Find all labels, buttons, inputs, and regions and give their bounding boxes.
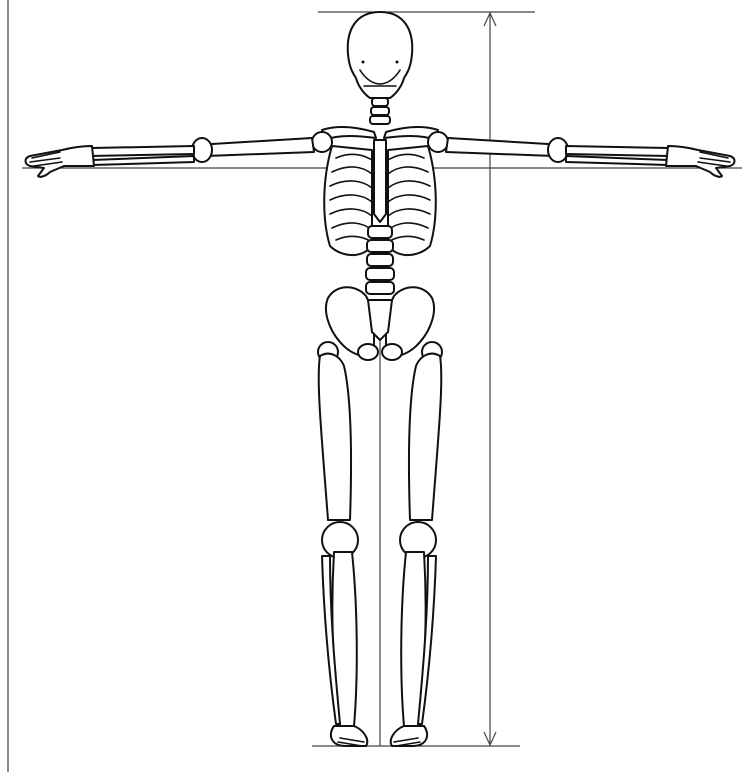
left-femur [319, 354, 351, 520]
left-radius [90, 146, 194, 156]
right-pubis [382, 344, 402, 360]
vertebra [366, 268, 394, 280]
vertebra [371, 107, 389, 115]
right-humerus [446, 138, 554, 156]
vertebra [367, 254, 393, 266]
left-arm [26, 138, 315, 177]
cranium [348, 12, 412, 98]
cervical-spine [370, 98, 390, 124]
right-ulna [566, 156, 668, 165]
left-ulna [92, 156, 194, 165]
right-radius [566, 146, 670, 156]
right-foot [391, 726, 427, 746]
vertebra [372, 98, 388, 106]
right-arm [446, 138, 735, 177]
left-shoulder-joint [312, 132, 332, 152]
vertebra [368, 226, 392, 238]
vertebra [366, 282, 394, 294]
right-eye-dot [396, 61, 399, 64]
left-pubis [358, 344, 378, 360]
left-leg [318, 342, 367, 746]
left-foot [331, 726, 367, 746]
left-humerus [206, 138, 314, 156]
sternum [374, 140, 386, 222]
vertebra [370, 116, 390, 124]
vertebra [367, 240, 393, 252]
skull [348, 12, 412, 98]
right-shoulder-joint [428, 132, 448, 152]
right-leg [391, 342, 442, 746]
left-eye-dot [362, 61, 365, 64]
lumbar-spine [366, 226, 394, 294]
right-femur [409, 354, 441, 520]
